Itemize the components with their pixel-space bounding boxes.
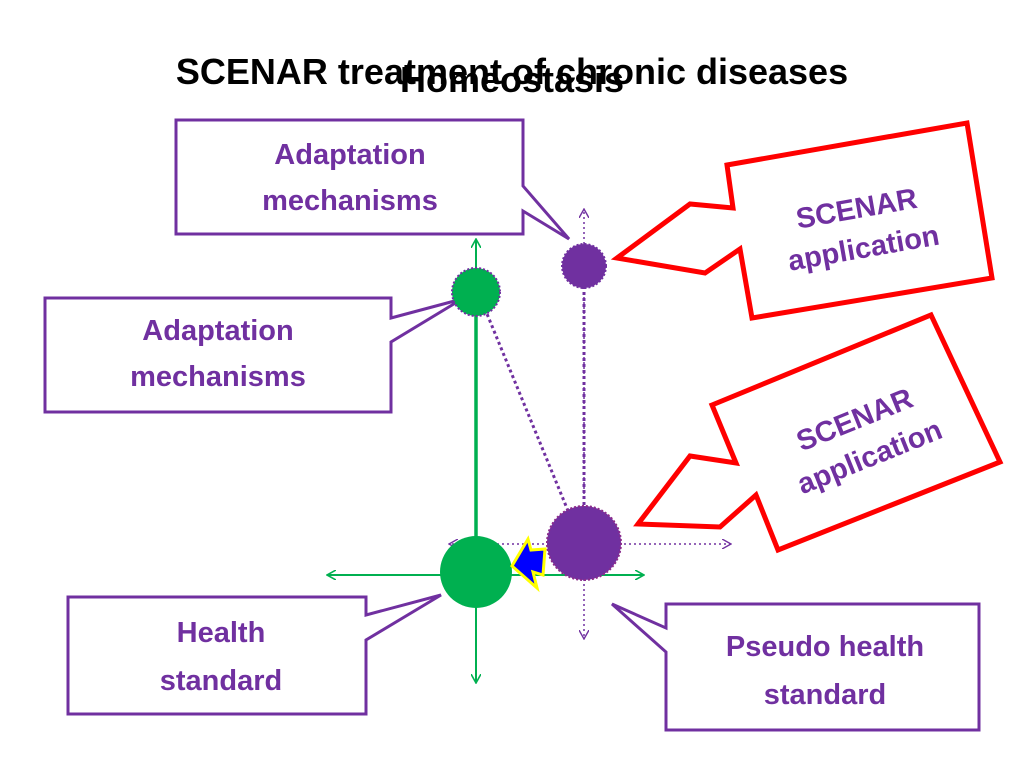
callout-pseudo-line2: standard — [764, 679, 886, 711]
diagonal-trajectory-line — [476, 291, 582, 541]
scenar-purple-circle-small — [561, 243, 607, 289]
callout-adaptation-top-line1: Adaptation — [274, 139, 425, 171]
callout-pseudo: Pseudo health standard — [611, 602, 981, 732]
adaptation-green-circle — [451, 267, 501, 317]
callout-health-line1: Health — [177, 617, 266, 649]
overlay-title: Homeostasis — [399, 59, 625, 100]
callout-pseudo-line1: Pseudo health — [726, 631, 924, 663]
page-title: SCENAR treatment of chronic diseases — [175, 51, 849, 92]
callout-adaptation-left-line1: Adaptation — [142, 315, 293, 347]
callout-adaptation-left: Adaptation mechanisms — [43, 296, 463, 414]
shift-arrow-icon — [510, 535, 547, 593]
callout-health: Health standard — [66, 593, 442, 716]
pseudo-health-circle — [546, 505, 622, 581]
callout-adaptation-top: Adaptation mechanisms — [174, 118, 571, 241]
callout-adaptation-left-line2: mechanisms — [130, 361, 306, 393]
callout-scenar-top: SCENAR application — [610, 120, 995, 321]
callout-health-line2: standard — [160, 665, 282, 697]
callout-scenar-bottom: SCENAR application — [633, 311, 1004, 554]
health-standard-circle — [440, 536, 512, 608]
callout-adaptation-top-line2: mechanisms — [262, 185, 438, 217]
